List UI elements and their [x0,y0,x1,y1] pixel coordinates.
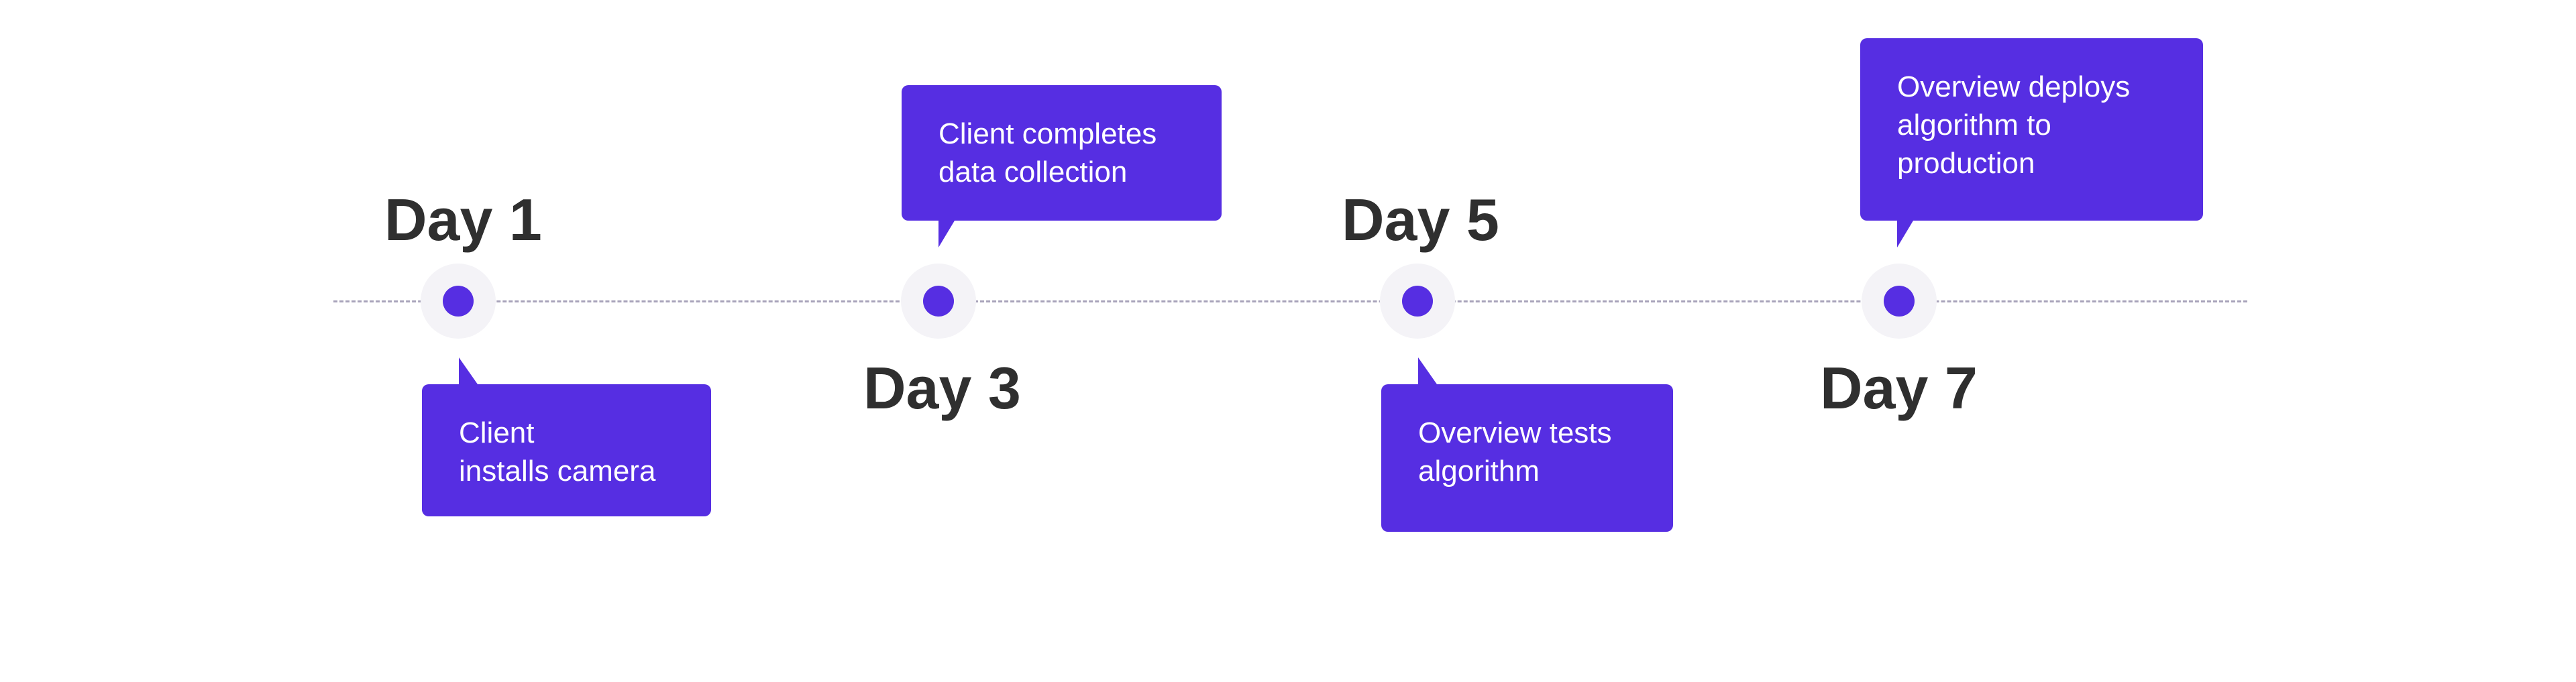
callout-pointer [1897,221,1913,247]
callout-pointer [459,357,478,384]
callout-bubble: Overview deploys algorithm to production [1860,38,2203,247]
callout-text-line: Client completes [938,117,1157,150]
milestone-dot [421,264,496,339]
callout-text-line: Overview deploys [1897,70,2131,103]
callout-bubble: Overview tests algorithm [1381,357,1673,532]
milestone-dot [901,264,976,339]
callout-text-line: Client [459,416,535,449]
callout-bubble: Client installs camera [422,357,711,516]
callout-text-line: data collection [938,156,1128,188]
milestone-dot-center [443,286,474,317]
milestone-dot-center [1884,286,1915,317]
day-label: Day 1 [384,186,542,253]
milestone-dot [1862,264,1937,339]
milestone-dot [1380,264,1455,339]
callout-text-line: installs camera [459,455,656,488]
day-label: Day 5 [1342,186,1499,253]
callout-pointer [938,221,955,247]
milestone-dot-center [1402,286,1433,317]
milestone-dot-center [923,286,954,317]
callout-text-line: algorithm [1418,455,1540,488]
day-label: Day 7 [1820,355,1978,421]
callout-pointer [1418,357,1437,384]
callout-text-line: algorithm to [1897,109,2051,141]
timeline-line [333,300,2247,302]
callout-text-line: production [1897,147,2035,180]
day-label: Day 3 [863,355,1021,421]
callout-text-line: Overview tests [1418,416,1612,449]
callout-bubble: Client completes data collection [902,85,1222,247]
